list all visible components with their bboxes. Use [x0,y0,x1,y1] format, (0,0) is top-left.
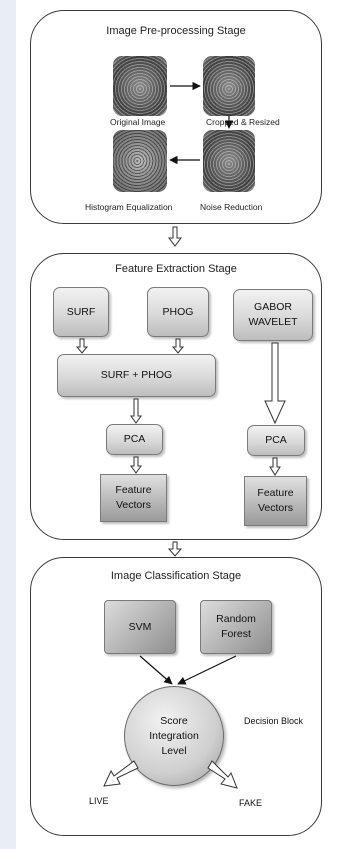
preprocessing-panel: Image Pre-processing Stage [30,10,322,224]
cropped-image-thumbnail [203,56,255,116]
arrow-phog-to-combined [171,338,185,354]
caption-original-image: Original Image [110,117,166,127]
caption-cropped-resized: Cropped & Resized [206,117,280,127]
noise-image-thumbnail [203,130,255,192]
random-forest-box: Random Forest [200,600,272,654]
preprocessing-title: Image Pre-processing Stage [106,25,246,37]
arrow-score-to-live [103,760,139,787]
fake-label: FAKE [239,798,263,808]
caption-histogram-equalization: Histogram Equalization [85,202,173,212]
original-image-thumbnail [113,56,167,116]
caption-noise-reduction: Noise Reduction [200,202,263,212]
phog-box: PHOG [147,287,209,337]
arrow-combined-to-pca [130,398,142,424]
left-margin-strip [0,0,16,849]
gabor-wavelet-box: GABOR WAVELET [233,289,313,341]
decision-block-label: Decision Block [244,716,304,726]
arrow-gabor-to-pca [264,342,286,425]
feature-extraction-title: Feature Extraction Stage [115,263,237,275]
classification-title: Image Classification Stage [110,570,242,582]
arrow-stage2-to-stage3 [167,541,183,557]
surf-box: SURF [53,287,109,337]
surf-phog-box: SURF + PHOG [57,354,216,397]
pca-box-right: PCA [247,425,305,456]
svm-box: SVM [104,600,176,654]
arrow-pca-to-vectors-left [130,456,142,474]
pca-box-left: PCA [106,424,163,455]
histogram-image-thumbnail [113,130,167,192]
arrow-forest-to-score [177,655,237,685]
arrow-pca-to-vectors-right [269,457,281,476]
feature-vectors-left: Feature Vectors [100,474,167,522]
feature-vectors-right: Feature Vectors [244,476,307,526]
live-label: LIVE [89,796,109,806]
arrow-score-to-fake [207,760,238,789]
arrow-svm-to-score [139,655,173,685]
score-integration-circle: Score Integration Level [124,686,224,786]
arrow-stage1-to-stage2 [168,226,182,247]
arrow-surf-to-combined [75,338,89,354]
